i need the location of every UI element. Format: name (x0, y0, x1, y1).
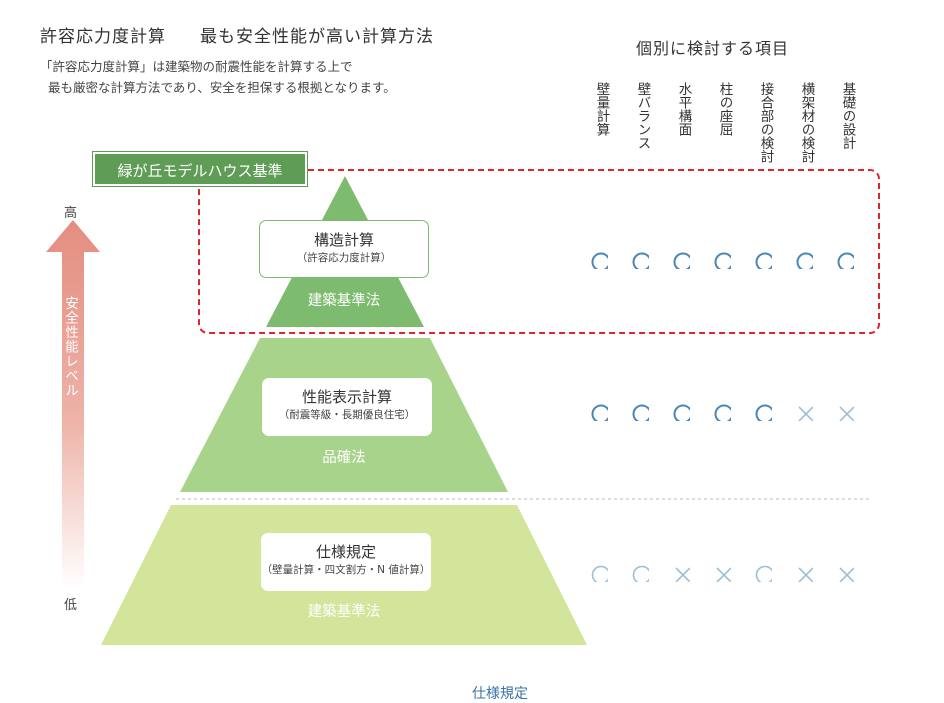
description: 「許容応力度計算」は建築物の耐震性能を計算する上で 最も厳密な計算方法であり、安… (40, 56, 396, 98)
circle-mark-r2-c5 (755, 404, 772, 421)
tier-middle-title: 性能表示計算 (301, 388, 392, 406)
standard-highlight-box (198, 169, 880, 334)
tier-middle-law: 品確法 (322, 450, 366, 466)
tier-top-subtitle: （許容応力度計算） (296, 252, 392, 264)
footer-label: 仕様規定 (472, 686, 528, 702)
cross-mark-r3-c3 (675, 567, 690, 582)
circle-mark-r2-c3 (673, 404, 690, 421)
circle-mark-r1-c5 (755, 252, 772, 269)
circle-mark-r1-c7 (837, 252, 854, 269)
tier-top-law: 建築基準法 (307, 293, 381, 309)
column-label-foundation: 基礎の設計 (839, 82, 856, 150)
cross-mark-r3-c4 (716, 567, 731, 582)
column-label-beams: 横架材の検討 (798, 82, 815, 163)
title-right: 最も安全性能が高い計算方法 (200, 27, 434, 47)
tier-middle-subtitle: （耐震等級・長期優良住宅） (278, 409, 416, 421)
tier-top-box: 構造計算 （許容応力度計算） (259, 220, 429, 278)
cross-mark-r3-c6 (798, 567, 813, 582)
circle-mark-r1-c3 (673, 252, 690, 269)
page-title: 許容応力度計算 最も安全性能が高い計算方法 (40, 22, 434, 47)
tier-bottom-title: 仕様規定 (315, 543, 376, 561)
circle-mark-r3-c1 (591, 565, 608, 582)
circle-mark-r1-c4 (714, 252, 731, 269)
title-left: 許容応力度計算 (40, 27, 166, 47)
cross-mark-r3-c7 (839, 567, 854, 582)
tier-top-title: 構造計算 (313, 231, 374, 249)
circle-mark-r1-c6 (796, 252, 813, 269)
description-line-2: 最も厳密な計算方法であり、安全を担保する根拠となります。 (48, 80, 396, 95)
tier-middle-box: 性能表示計算 （耐震等級・長期優良住宅） (262, 378, 432, 436)
circle-mark-r1-c2 (632, 252, 649, 269)
level-low-label: 低 (64, 598, 78, 613)
circle-mark-r1-c1 (591, 252, 608, 269)
circle-mark-r3-c2 (632, 565, 649, 582)
cross-mark-r2-c7 (839, 406, 854, 421)
column-label-joints: 接合部の検討 (757, 82, 774, 163)
safety-level-label: 安全性能レベル (62, 296, 78, 398)
standard-label: 緑が丘モデルハウス基準 (93, 152, 307, 186)
circle-mark-r2-c4 (714, 404, 731, 421)
column-label-wall-quantity: 壁量計算 (593, 82, 610, 136)
column-label-horizontal-plane: 水平構面 (675, 82, 692, 136)
circle-mark-r2-c1 (591, 404, 608, 421)
tier-bottom-box: 仕様規定 （壁量計算・四文割方・N 値計算） (261, 533, 431, 591)
safety-level-arrow (46, 220, 100, 588)
tier-bottom-law: 建築基準法 (307, 604, 381, 620)
items-heading: 個別に検討する項目 (636, 39, 790, 58)
circle-mark-r2-c2 (632, 404, 649, 421)
cross-mark-r2-c6 (798, 406, 813, 421)
column-label-wall-balance: 壁バランス (634, 82, 651, 150)
tier-bottom-subtitle: （壁量計算・四文割方・N 値計算） (261, 564, 431, 576)
column-label-column-buckling: 柱の座屈 (716, 82, 733, 136)
circle-mark-r3-c5 (755, 565, 772, 582)
level-high-label: 高 (64, 206, 78, 221)
description-line-1: 「許容応力度計算」は建築物の耐震性能を計算する上で (40, 59, 353, 74)
